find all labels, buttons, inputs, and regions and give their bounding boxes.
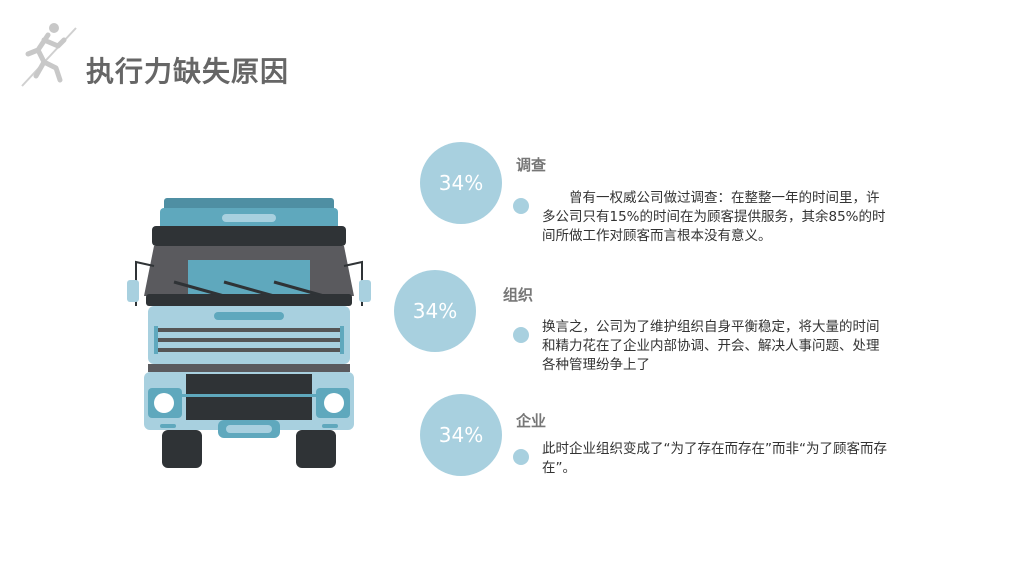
page-title: 执行力缺失原因 xyxy=(86,55,290,88)
item-text-2: 换言之，公司为了维护组织自身平衡稳定，将大量的时间和精力花在了企业内部协调、开会… xyxy=(542,319,880,373)
percent-circle-3: 34% xyxy=(420,394,502,476)
runner-logo-icon xyxy=(21,23,77,87)
item-heading-3: 企业 xyxy=(516,412,547,430)
percent-circle-1: 34% xyxy=(420,142,502,224)
bullet-dot-2 xyxy=(513,327,529,343)
item-text-3: 此时企业组织变成了“为了存在而存在”而非“为了顾客而存在”。 xyxy=(542,441,887,476)
item-heading-2: 组织 xyxy=(503,286,534,304)
bullet-dot-1 xyxy=(513,198,529,214)
item-heading-1: 调查 xyxy=(516,156,547,174)
bullet-dot-3 xyxy=(513,449,529,465)
item-text-1: 曾有一权威公司做过调查：在整整一年的时间里，许多公司只有15%的时间在为顾客提供… xyxy=(542,190,886,244)
truck-illustration xyxy=(127,198,371,468)
percent-circle-2: 34% xyxy=(394,270,476,352)
